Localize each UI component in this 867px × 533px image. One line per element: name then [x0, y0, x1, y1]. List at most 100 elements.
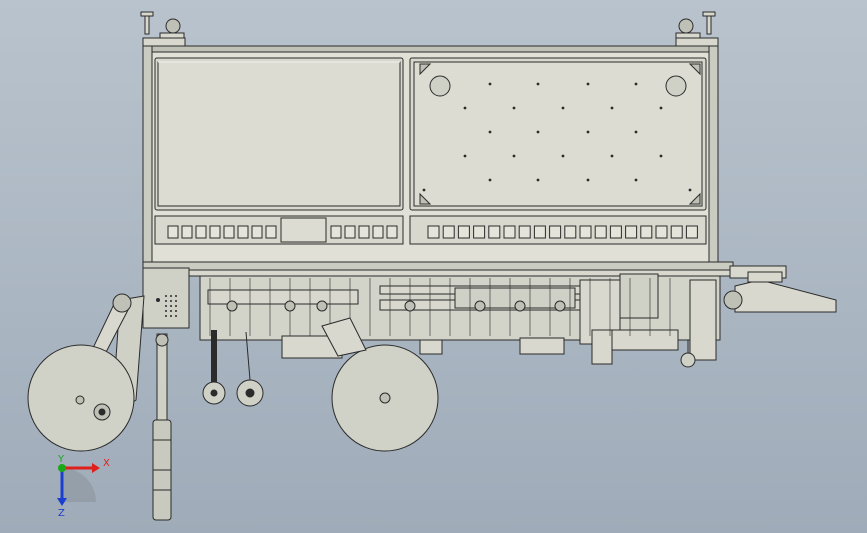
press-wheel-a: [202, 330, 226, 405]
post-bolt: [156, 298, 160, 302]
post-dot: [170, 300, 172, 302]
slot: [685, 225, 698, 239]
post-dot: [165, 295, 167, 297]
slot: [564, 225, 577, 239]
slot: [358, 225, 370, 239]
x-axis-label: X: [103, 458, 110, 469]
right-slot-strip: [409, 215, 707, 245]
plate-dot: [610, 106, 614, 110]
mech-bearing: [514, 300, 526, 312]
plate-hole-left: [429, 75, 451, 97]
plate-dot: [586, 82, 590, 86]
z-axis-arrowhead: [57, 498, 67, 506]
slot: [533, 225, 546, 239]
plate-dot: [488, 178, 492, 182]
plate-dot: [488, 130, 492, 134]
slot: [344, 225, 356, 239]
top-left-caster: [140, 11, 186, 47]
plate-dot: [561, 106, 565, 110]
mech-bearing: [404, 300, 416, 312]
plate-dot: [512, 106, 516, 110]
mech-bearing: [554, 300, 566, 312]
depth-rod: [152, 333, 172, 521]
plate-dot: [634, 178, 638, 182]
mech-bearing: [474, 300, 486, 312]
post-dot: [175, 300, 177, 302]
press-wheel-b: [236, 331, 264, 407]
post-dot: [170, 315, 172, 317]
slot: [330, 225, 342, 239]
slot: [372, 225, 384, 239]
slot: [488, 225, 501, 239]
slot: [640, 225, 653, 239]
slot: [386, 225, 398, 239]
slot: [518, 225, 531, 239]
plate-dot: [536, 178, 540, 182]
y-axis-dot: [58, 464, 66, 472]
slot: [237, 225, 249, 239]
mech-bearing: [226, 300, 238, 312]
post-dot: [165, 305, 167, 307]
plate-dot: [610, 154, 614, 158]
main-drive-wheel: [321, 317, 439, 452]
slot: [549, 225, 562, 239]
left-hopper-panel: [154, 57, 404, 211]
post-dot: [175, 305, 177, 307]
right-outrigger-arm: [723, 271, 837, 313]
slot: [579, 225, 592, 239]
slot: [265, 225, 277, 239]
post-dot: [165, 315, 167, 317]
plate-hole-right: [665, 75, 687, 97]
slot: [609, 225, 622, 239]
plate-dot: [659, 106, 663, 110]
drive-mechanism: [199, 273, 721, 365]
plate-dot: [463, 154, 467, 158]
slot: [594, 225, 607, 239]
post-dot: [165, 300, 167, 302]
slot: [223, 225, 235, 239]
mech-bearing: [316, 300, 328, 312]
post-dot: [175, 295, 177, 297]
slot: [195, 225, 207, 239]
plate-dot: [659, 154, 663, 158]
post-dot: [165, 310, 167, 312]
y-axis-label: Y: [57, 454, 65, 465]
slot: [442, 225, 455, 239]
post-dot: [170, 305, 172, 307]
plate-dot: [561, 154, 565, 158]
right-plate-panel: [409, 57, 707, 211]
slot: [473, 225, 486, 239]
plate-dot: [512, 154, 516, 158]
slot: [625, 225, 638, 239]
plate-dot: [536, 130, 540, 134]
coordinate-triad: X Y Z: [57, 454, 110, 519]
plate-dot: [688, 188, 692, 192]
left-slot-strip: [154, 215, 404, 245]
post-dot: [170, 310, 172, 312]
slot: [209, 225, 221, 239]
slot: [181, 225, 193, 239]
plate-dot: [536, 82, 540, 86]
mech-bearing: [284, 300, 296, 312]
post-dot: [175, 310, 177, 312]
plate-dot: [422, 188, 426, 192]
top-right-caster: [675, 11, 719, 47]
slot: [167, 225, 179, 239]
z-axis-label: Z: [58, 508, 65, 519]
plate-dot: [488, 82, 492, 86]
slot: [670, 225, 683, 239]
seeder-machine-model[interactable]: [27, 11, 837, 521]
slot: [427, 225, 440, 239]
post-dot: [175, 315, 177, 317]
sensor-pendulum: [680, 340, 696, 368]
plate-dot: [634, 82, 638, 86]
plate-dot: [463, 106, 467, 110]
left-ground-wheel: [27, 344, 135, 452]
slot: [655, 225, 668, 239]
x-axis-arrowhead: [92, 463, 100, 473]
slot: [251, 225, 263, 239]
slot: [457, 225, 470, 239]
plate-dot: [634, 130, 638, 134]
plate-dot: [586, 178, 590, 182]
